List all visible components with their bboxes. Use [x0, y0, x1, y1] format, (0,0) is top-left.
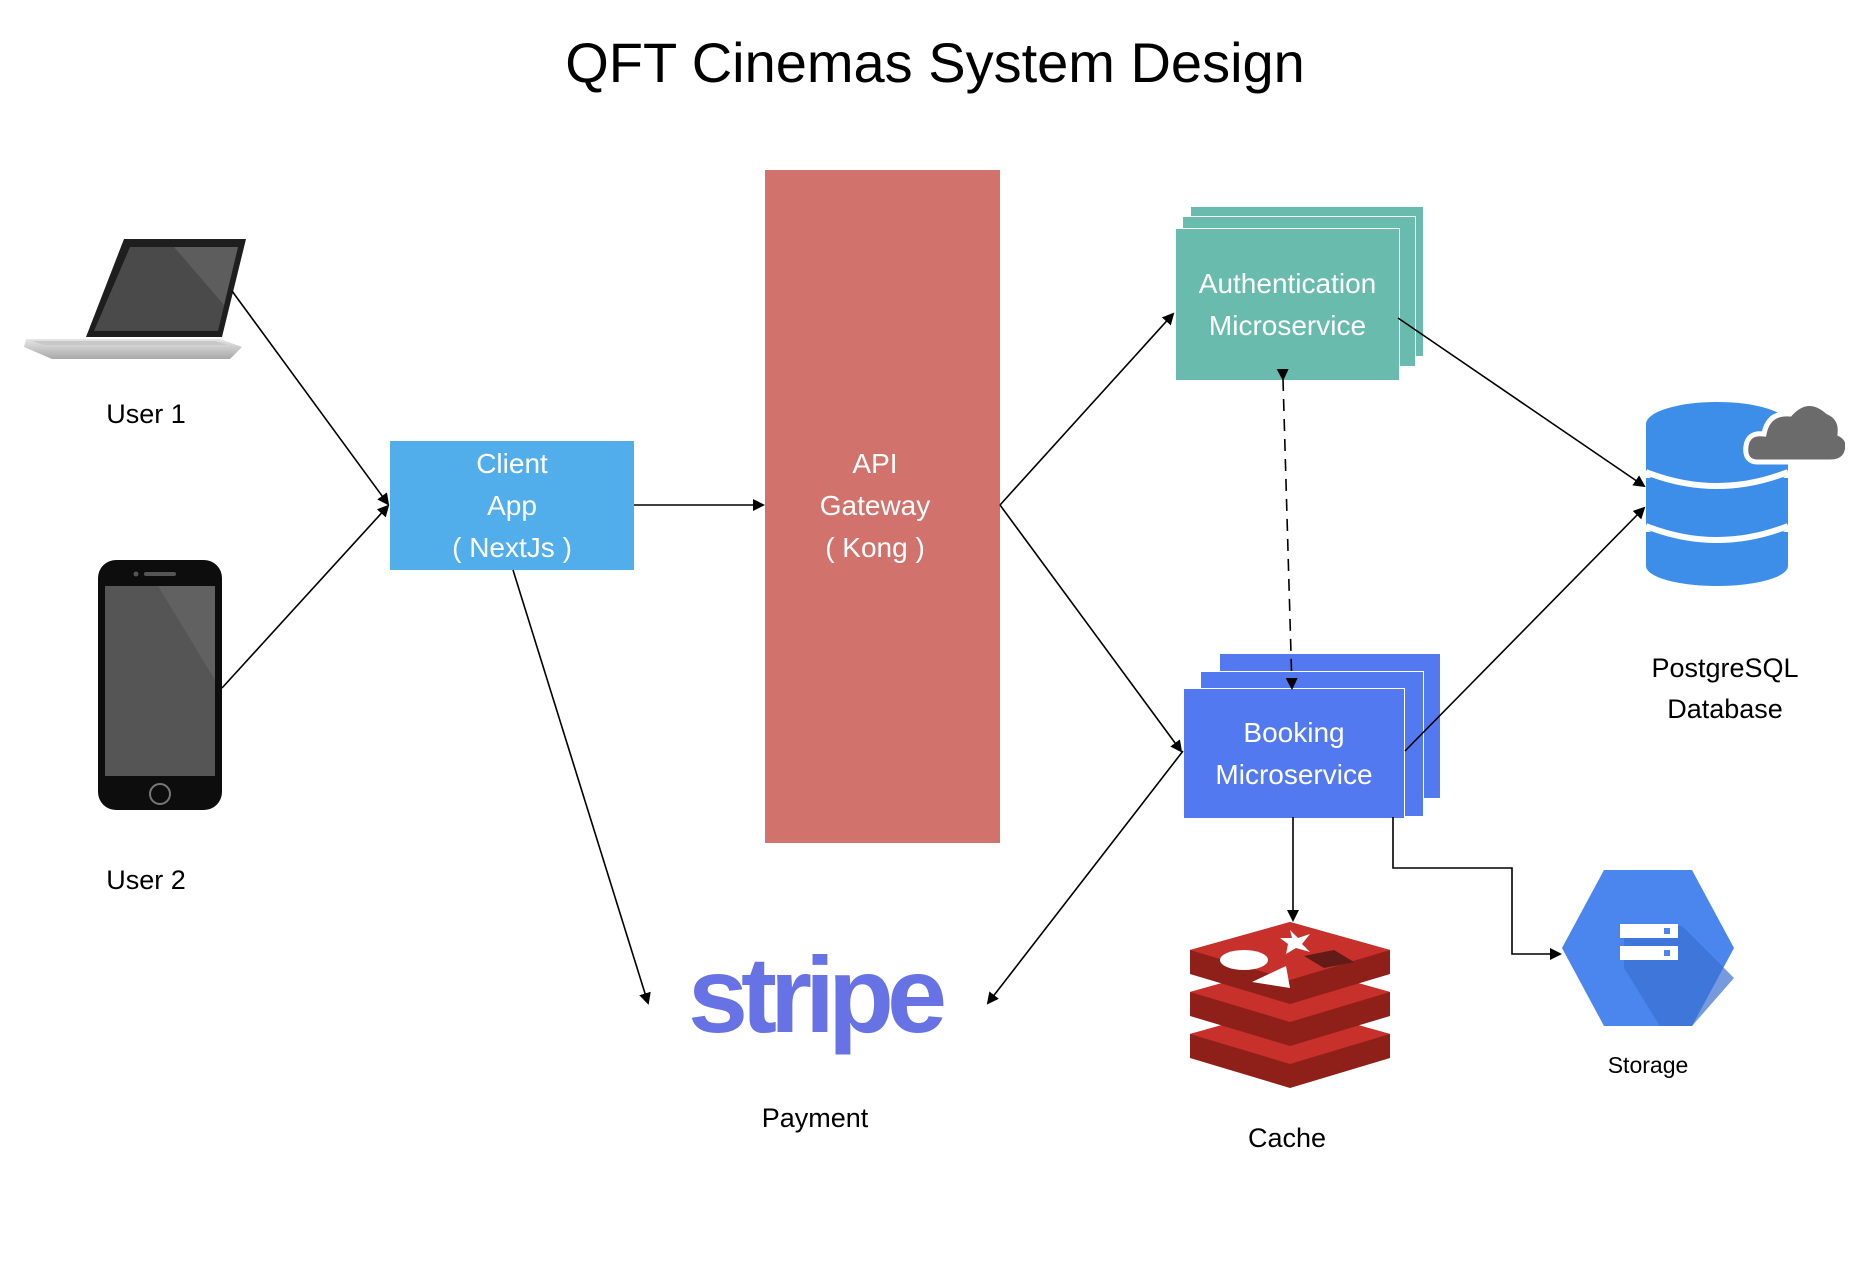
booking-service-line1: Booking	[1243, 716, 1345, 748]
client-app-line1: Client	[476, 447, 548, 479]
diagram-title: QFT Cinemas System Design	[565, 31, 1305, 94]
booking-service-box: Booking Microservice	[1183, 688, 1405, 819]
database-label: PostgreSQL Database	[1610, 648, 1840, 730]
storage-label: Storage	[1607, 1052, 1689, 1078]
api-gateway-text: API Gateway ( Kong )	[765, 441, 985, 570]
edge-gateway-auth	[999, 312, 1175, 506]
database-label-line2: Database	[1667, 694, 1783, 724]
cache-label: Cache	[1247, 1123, 1327, 1153]
smartphone-icon	[98, 560, 222, 810]
auth-service-line2: Microservice	[1208, 309, 1367, 341]
client-app-line2: App	[487, 489, 537, 521]
edge-user1-client	[231, 290, 390, 506]
edge-gateway-booking	[999, 504, 1183, 753]
api-gateway-box	[765, 170, 1000, 843]
payment-label: Payment	[761, 1103, 869, 1133]
auth-service-line1: Authentication	[1198, 267, 1377, 299]
stripe-logo: stripe	[687, 934, 947, 1055]
edge-user2-client	[221, 504, 390, 689]
edge-client-payment	[512, 569, 651, 1005]
database-icon	[1644, 401, 1845, 586]
api-gateway-line3: ( Kong )	[825, 531, 925, 563]
redis-icon	[1190, 922, 1390, 1088]
api-gateway-line2: Gateway	[819, 489, 931, 521]
auth-service-box: Authentication Microservice	[1175, 228, 1400, 381]
database-label-line1: PostgreSQL	[1651, 653, 1799, 683]
booking-service-line2: Microservice	[1215, 758, 1373, 790]
client-app-box: Client App ( NextJs )	[390, 441, 634, 570]
cloud-icon	[1743, 401, 1845, 465]
user-2-label: User 2	[106, 865, 186, 895]
edge-booking-storage	[1392, 817, 1562, 960]
laptop-icon	[24, 239, 246, 359]
cloud-storage-icon	[1562, 870, 1734, 1026]
client-app-line3: ( NextJs )	[452, 531, 572, 563]
edge-auth-database	[1397, 317, 1646, 488]
user-1-label: User 1	[106, 399, 186, 429]
edge-auth-booking	[1276, 368, 1298, 690]
edge-booking-payment	[986, 750, 1184, 1005]
api-gateway-line1: API	[852, 447, 898, 479]
